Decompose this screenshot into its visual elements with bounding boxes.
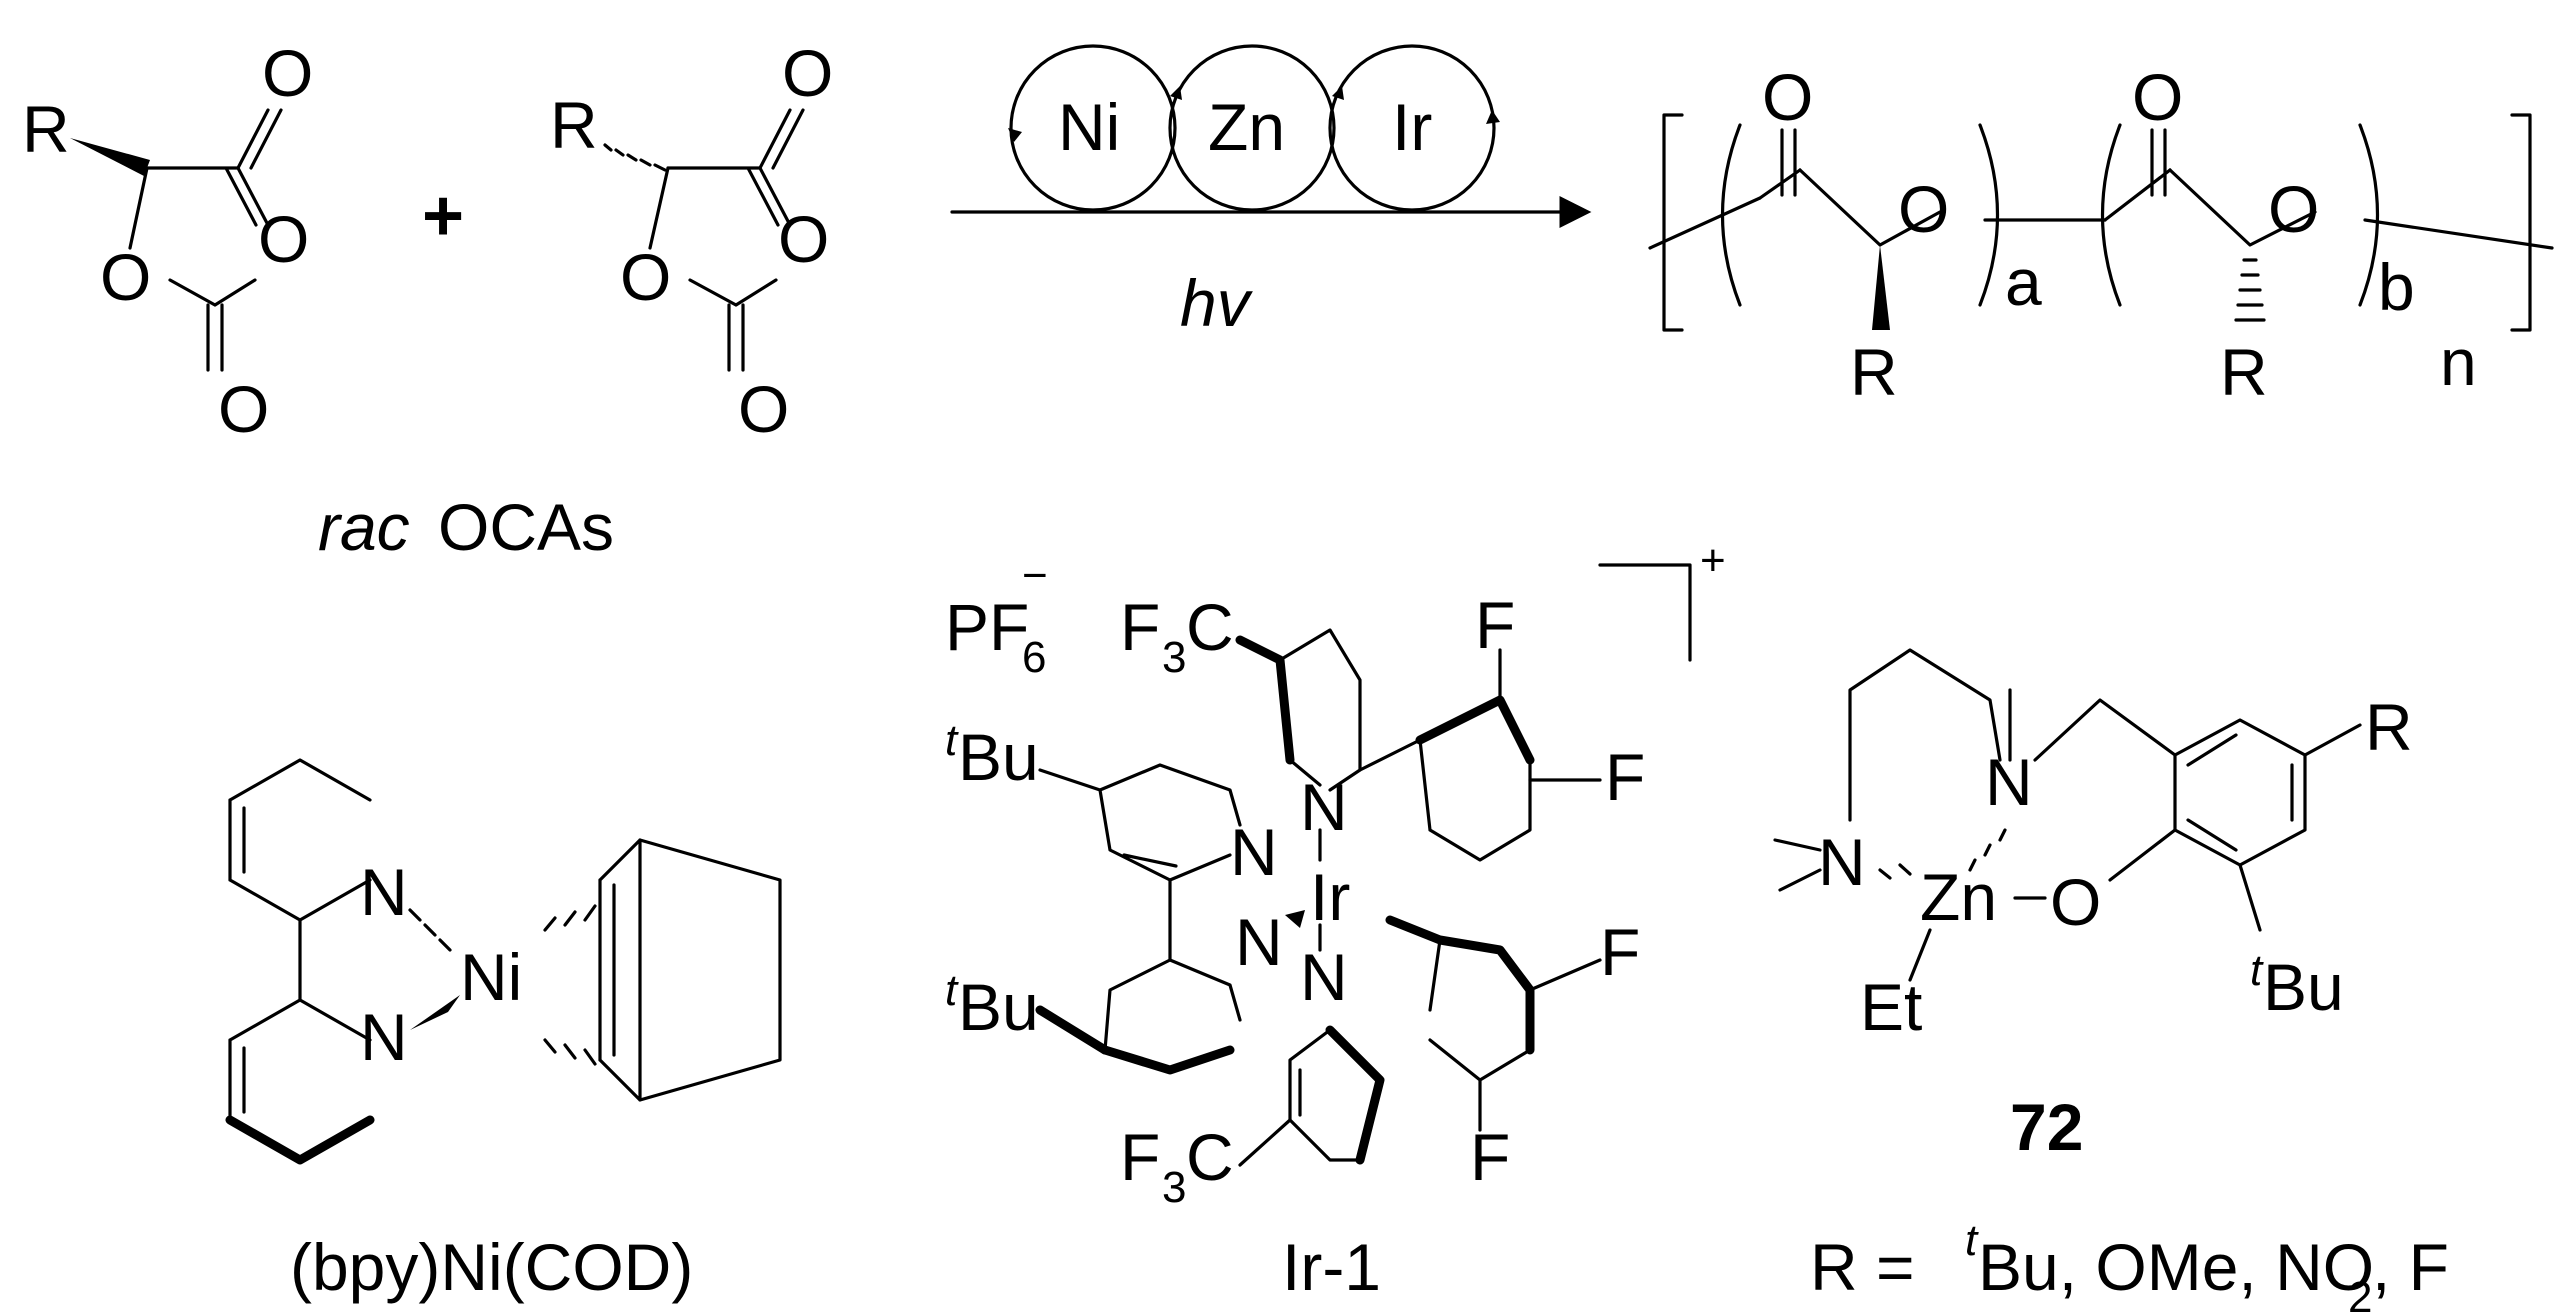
cycle-arrow-right: [1486, 110, 1500, 124]
polymer-o-carbonyl-b: O: [2132, 60, 2183, 134]
bracket-right: [2510, 113, 2532, 332]
zn-tbu-t: t: [2250, 946, 2264, 995]
ir-f-right: F: [1605, 740, 1645, 814]
zn-o-atom: O: [2050, 865, 2101, 939]
zn-cycle-circle: [1168, 44, 1336, 212]
ir-n-bottom: N: [1300, 940, 1348, 1014]
zn-complex-72: N N Zn O R t Bu Et 72 R = t Bu, OMe, NO …: [1773, 648, 2449, 1314]
cf3-bottom-sub: 3: [1162, 1163, 1186, 1212]
tbu-top-bu: Bu: [958, 720, 1039, 794]
paren-b-close: [2358, 123, 2380, 307]
polymer-hash-b: [2234, 258, 2266, 322]
monomer1-r-label: R: [22, 92, 70, 166]
ir-f-bottom: F: [1470, 1120, 1510, 1194]
bracket-left: [1662, 113, 1684, 332]
tbu-bottom-bu: Bu: [958, 970, 1039, 1044]
condition-hv: hv: [1180, 266, 1254, 340]
catalyst-zn-label: Zn: [1208, 90, 1285, 164]
polymer-o-a: O: [1898, 172, 1949, 246]
ir-n-upper-left: N: [1230, 815, 1278, 889]
r-def-list: Bu, OMe, NO: [1978, 1230, 2374, 1304]
ni-complex-ni-atom: Ni: [460, 940, 522, 1014]
plus-sign: +: [422, 176, 464, 256]
r-def-t: t: [1965, 1216, 1979, 1265]
catalyst-cycles: Ni Zn Ir: [1008, 44, 1500, 212]
ir-ir-atom: Ir: [1310, 860, 1350, 934]
pf6-charge: −: [1022, 551, 1048, 600]
pf6-subscript: 6: [1022, 633, 1046, 682]
stereo-wedge-bond: [70, 138, 150, 176]
cation-bracket: [1598, 563, 1692, 662]
cycle-arrow-mid1: [1170, 86, 1182, 100]
ir-cycle-circle: [1328, 44, 1496, 212]
r-def-f: , F: [2372, 1230, 2449, 1304]
polymer-r-b: R: [2220, 335, 2268, 409]
ir-complex-label: Ir-1: [1282, 1230, 1381, 1304]
ir-n-top: N: [1300, 770, 1348, 844]
polymer-r-a: R: [1850, 335, 1898, 409]
tbu-bottom-t: t: [945, 966, 959, 1015]
catalyst-ir-label: Ir: [1392, 90, 1432, 164]
polymer-subscript-n: n: [2440, 325, 2477, 399]
caption-rac: rac: [318, 490, 410, 564]
monomer-wedge: R O O O O: [22, 36, 313, 446]
catalyst-ni-label: Ni: [1058, 90, 1120, 164]
monomer1-ring-o-left: O: [100, 240, 151, 314]
monomer-caption: rac OCAs: [318, 490, 614, 564]
ir-f-top: F: [1475, 588, 1515, 662]
tbu-top-t: t: [945, 716, 959, 765]
ni-cycle-circle: [1009, 44, 1177, 212]
compound-number-72: 72: [2010, 1090, 2083, 1164]
cf3-top-f: F: [1120, 590, 1160, 664]
r-definition: R = t Bu, OMe, NO 2 , F: [1810, 1216, 2449, 1314]
monomer1-carbonate-o: O: [218, 372, 269, 446]
monomer2-r-label: R: [550, 88, 598, 162]
monomer2-carbonyl-o: O: [782, 36, 833, 110]
zn-ethyl: Et: [1860, 970, 1922, 1044]
cf3-top-c: C: [1186, 590, 1234, 664]
pf6-main: PF: [945, 590, 1029, 664]
ir-wedge-bond: [1285, 910, 1305, 928]
monomer-hash: R O O O O: [550, 36, 833, 446]
polymer-o-b: O: [2268, 172, 2319, 246]
cf3-bottom-f: F: [1120, 1120, 1160, 1194]
ni-complex-n-top: N: [360, 855, 408, 929]
zn-tbu-bu: Bu: [2263, 950, 2344, 1024]
cf3-bottom-c: C: [1186, 1120, 1234, 1194]
caption-ocas: OCAs: [438, 490, 614, 564]
cation-charge: +: [1700, 536, 1726, 585]
polymer-subscript-a: a: [2005, 245, 2042, 319]
paren-b-open: [2100, 123, 2122, 307]
polymer-o-carbonyl-a: O: [1762, 60, 1813, 134]
polymer-subscript-b: b: [2378, 250, 2415, 324]
ir-1-complex: PF 6 − + F 3 C N F F t Bu N Ir N t Bu N …: [945, 536, 1726, 1304]
ni-complex-n-bottom: N: [360, 1000, 408, 1074]
cycle-arrow-mid2: [1332, 86, 1344, 100]
polymer-product: O O R a O O R b n: [1648, 60, 2554, 409]
ni-wedge-bond: [410, 995, 460, 1030]
r-def-prefix: R =: [1810, 1230, 1915, 1304]
cycle-arrow-left: [1008, 128, 1022, 142]
zn-zn-atom: Zn: [1920, 860, 1997, 934]
ir-n-lower-left: N: [1235, 905, 1283, 979]
monomer2-ring-o-left: O: [620, 240, 671, 314]
ir-f-lower-right: F: [1600, 915, 1640, 989]
paren-a-close: [1978, 123, 2000, 307]
r-def-sub2: 2: [2348, 1273, 2372, 1314]
monomer2-carbonate-o: O: [738, 372, 789, 446]
monomer1-ring-o-right: O: [258, 202, 309, 276]
cf3-top-sub: 3: [1162, 633, 1186, 682]
zn-n-left: N: [1818, 825, 1866, 899]
monomer1-carbonyl-o: O: [262, 36, 313, 110]
monomer2-ring-o-right: O: [778, 202, 829, 276]
zn-r-substituent: R: [2365, 690, 2413, 764]
ni-complex-label: (bpy)Ni(COD): [290, 1230, 693, 1304]
ni-bpy-cod-complex: N N Ni (bpy)Ni(COD): [225, 758, 782, 1304]
paren-a-open: [1720, 123, 1742, 307]
polymer-wedge-a: [1872, 245, 1890, 330]
